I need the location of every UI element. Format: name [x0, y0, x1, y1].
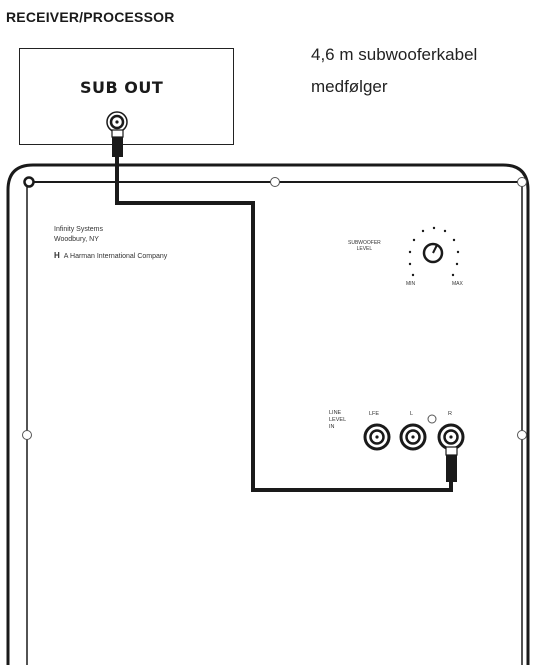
level-label-line-2: LEVEL — [356, 246, 373, 252]
right-input-jack — [437, 423, 465, 451]
level-max-label: MAX — [452, 281, 463, 287]
level-label-line-1: SUBWOOFER — [348, 240, 381, 246]
level-scale-dots — [408, 226, 460, 277]
level-min-label: MIN — [406, 281, 416, 287]
harman-logo: H — [54, 251, 60, 260]
screw-top-right — [517, 177, 527, 187]
screw-mid-right — [517, 430, 527, 440]
cable-note-line-1: 4,6 m subwooferkabel — [311, 45, 478, 64]
subwoofer-level-knob — [422, 242, 444, 264]
subwoofer-cable-plug — [445, 446, 458, 482]
lfe-jack-label: LFE — [369, 411, 380, 417]
maker-location: Woodbury, NY — [54, 236, 99, 243]
sub-out-jack — [106, 111, 128, 133]
sub-out-label: SUB OUT — [80, 78, 164, 97]
receiver-box — [19, 48, 234, 145]
receiver-cable-plug — [111, 129, 124, 157]
right-jack-label: R — [448, 411, 452, 417]
line-label-1: LINE — [329, 410, 342, 416]
indicator-led — [427, 414, 437, 424]
left-jack-label: L — [410, 411, 414, 417]
line-label-2: LEVEL — [329, 417, 347, 423]
maker-name: Infinity Systems — [54, 226, 104, 233]
screw-top-left — [23, 176, 35, 188]
line-label-3: IN — [329, 424, 335, 430]
subwoofer-cable — [115, 157, 453, 492]
screw-top-center — [270, 177, 280, 187]
subwoofer-panel-outline — [6, 163, 530, 665]
diagram-heading: RECEIVER/PROCESSOR — [6, 9, 175, 25]
screw-mid-left — [22, 430, 32, 440]
left-input-jack — [399, 423, 427, 451]
cable-note-line-2: medfølger — [311, 77, 388, 96]
lfe-input-jack — [363, 423, 391, 451]
maker-company-text: A Harman International Company — [63, 253, 168, 260]
